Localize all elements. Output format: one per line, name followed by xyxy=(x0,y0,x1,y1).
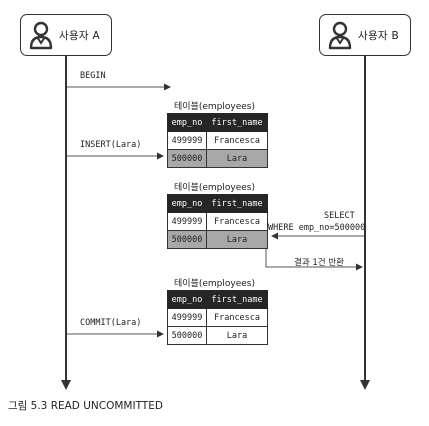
table-cell: 500000 xyxy=(167,326,207,345)
commit-label: COMMIT(Lara) xyxy=(80,318,142,328)
insert-label: INSERT(Lara) xyxy=(80,140,142,150)
employees-table-1: emp_no first_name 499999 Francesca 50000… xyxy=(167,113,268,168)
actor-box-user-a: 사용자 A xyxy=(20,14,112,56)
column-header: first_name xyxy=(206,290,268,309)
column-header: emp_no xyxy=(167,113,207,132)
table-row-highlighted: 500000 Lara xyxy=(167,230,268,249)
table-cell: Lara xyxy=(206,326,268,345)
table-header-row: emp_no first_name xyxy=(167,194,268,213)
column-header: first_name xyxy=(206,113,268,132)
table-row: 499999 Francesca xyxy=(167,308,268,327)
column-header: emp_no xyxy=(167,194,207,213)
table-row-highlighted: 500000 Lara xyxy=(167,149,268,168)
employees-table-3: emp_no first_name 499999 Francesca 50000… xyxy=(167,290,268,345)
table-cell: 499999 xyxy=(167,131,207,150)
table-row: 500000 Lara xyxy=(167,326,268,345)
begin-label: BEGIN xyxy=(80,71,106,81)
table-cell: 499999 xyxy=(167,308,207,327)
result-arrow xyxy=(265,245,363,271)
column-header: first_name xyxy=(206,194,268,213)
table-cell: 499999 xyxy=(167,212,207,231)
figure-caption: 그림 5.3 READ UNCOMMITTED xyxy=(8,400,163,412)
select-label-line2: WHERE emp_no=500000 xyxy=(268,223,366,233)
table-cell: Lara xyxy=(206,149,268,168)
table-cell: Francesca xyxy=(206,131,268,150)
lifeline-a-arrowhead xyxy=(61,380,71,390)
select-label-line1: SELECT xyxy=(324,211,355,221)
actor-box-user-b: 사용자 B xyxy=(319,14,411,56)
actor-name-b: 사용자 B xyxy=(358,29,400,42)
user-icon xyxy=(29,21,53,50)
table-title: 테이블(employees) xyxy=(174,183,255,193)
user-icon xyxy=(328,21,352,50)
table-row: 499999 Francesca xyxy=(167,212,268,231)
table-cell: 500000 xyxy=(167,149,207,168)
lifeline-b-arrowhead xyxy=(360,380,370,390)
table-title: 테이블(employees) xyxy=(174,279,255,289)
table-header-row: emp_no first_name xyxy=(167,113,268,132)
employees-table-2: emp_no first_name 499999 Francesca 50000… xyxy=(167,194,268,249)
table-cell: Francesca xyxy=(206,308,268,327)
table-header-row: emp_no first_name xyxy=(167,290,268,309)
table-title: 테이블(employees) xyxy=(174,102,255,112)
table-cell: Francesca xyxy=(206,212,268,231)
actor-name-a: 사용자 A xyxy=(59,29,101,42)
table-row: 499999 Francesca xyxy=(167,131,268,150)
table-cell: 500000 xyxy=(167,230,207,249)
column-header: emp_no xyxy=(167,290,207,309)
table-cell: Lara xyxy=(206,230,268,249)
result-label: 결과 1건 반환 xyxy=(294,258,344,268)
